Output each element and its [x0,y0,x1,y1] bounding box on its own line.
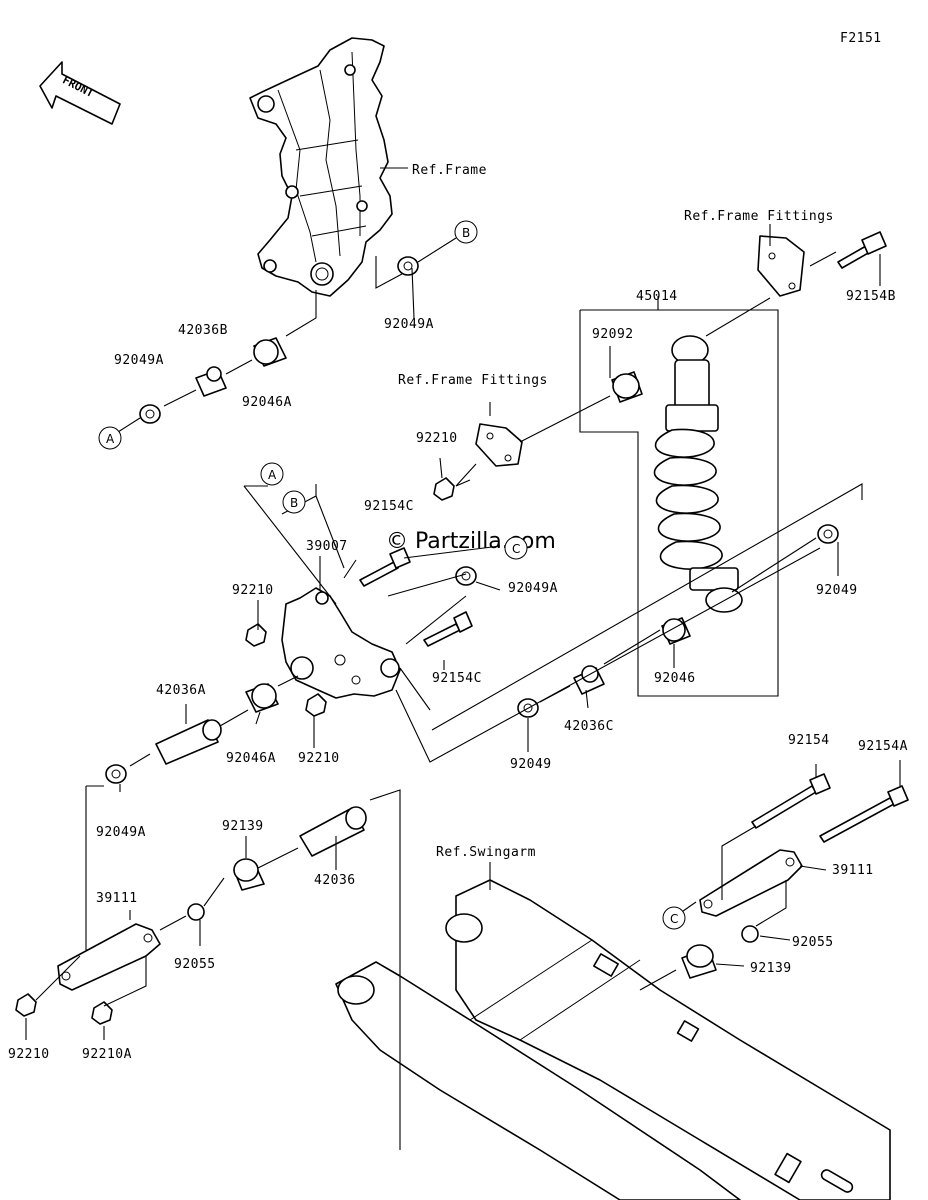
label-92154: 92154 [788,733,830,748]
label-39111-1: 39111 [96,891,138,906]
bracket-fitting-2 [475,423,523,467]
label-92154C-1: 92154C [364,499,414,514]
label-92046: 92046 [654,671,696,686]
label-92049A-2: 92049A [384,317,434,332]
label-92154A: 92154A [858,739,908,754]
label-92154B: 92154B [846,289,896,304]
part-labels: Ref.Frame Ref.Frame Fittings Ref.Frame F… [8,163,908,1062]
bolt-92154C-1 [359,547,411,587]
bushing-92092 [611,371,643,403]
svg-text:A: A [106,432,115,446]
callout-A-mid: A [260,462,284,486]
label-92210-2: 92210 [232,583,274,598]
collar-42036B [195,366,227,397]
washer-92049A-2 [397,256,419,276]
label-92046A-2: 92046A [226,751,276,766]
label-92154C-2: 92154C [432,671,482,686]
rocker-arm [281,587,401,699]
figure-code: F2151 [840,31,882,46]
label-92139-2: 92139 [750,961,792,976]
label-39111-2: 39111 [832,863,874,878]
label-92139-1: 92139 [222,819,264,834]
svg-text:C: C [670,912,678,926]
callout-C-mid: C [504,536,528,560]
tie-rod-39111-2 [699,849,803,917]
label-39007: 39007 [306,539,348,554]
bearing-92046A-1 [253,337,287,367]
bolt-92154 [751,773,831,829]
bushing-92139-1 [233,858,265,891]
label-92210-1: 92210 [416,431,458,446]
label-92210A: 92210A [82,1047,132,1062]
nut-92210-1 [433,477,455,501]
label-ref-frame-fittings-1: Ref.Frame Fittings [684,209,834,224]
label-92210-4: 92210 [8,1047,50,1062]
bearing-92046A-2 [245,683,279,713]
label-92055-1: 92055 [174,957,216,972]
label-92049-2: 92049 [510,757,552,772]
svg-text:B: B [290,496,298,510]
shock-absorber [653,335,743,613]
washer-92049A-4 [105,764,127,784]
tie-rod-39111-1 [57,923,161,991]
svg-text:A: A [268,468,277,482]
washer-92049-1 [817,524,839,544]
collar-42036A [155,719,222,765]
washer-92049A-3 [455,566,477,586]
label-92092: 92092 [592,327,634,342]
oring-92055-1 [187,903,205,921]
front-arrow-icon: FRONT [39,61,121,125]
svg-text:C: C [512,542,520,556]
label-92049A-3: 92049A [508,581,558,596]
label-42036C: 42036C [564,719,614,734]
bushing-92139-2 [681,944,717,979]
callout-A-left: A [98,426,122,450]
label-42036B: 42036B [178,323,228,338]
label-92049A-1: 92049A [114,353,164,368]
label-92049-1: 92049 [816,583,858,598]
swingarm-part [335,879,891,1200]
label-92210-3: 92210 [298,751,340,766]
nut-92210-3 [305,693,327,717]
nut-92210-4 [15,993,37,1017]
label-92055-2: 92055 [792,935,834,950]
bracket-fitting-1 [757,235,805,297]
label-45014: 45014 [636,289,678,304]
watermark: © Partzilla.com [386,529,556,554]
nut-92210-2 [245,623,267,647]
label-42036: 42036 [314,873,356,888]
label-ref-frame-fittings-2: Ref.Frame Fittings [398,373,548,388]
label-42036A: 42036A [156,683,206,698]
nut-92210A [91,1001,113,1025]
frame-part [249,37,393,297]
bolt-92154C-2 [423,611,473,647]
callout-B-top: B [454,220,478,244]
callout-B-mid: B [282,490,306,514]
bolt-92154A [819,785,909,843]
label-92049A-4: 92049A [96,825,146,840]
leader-lines [25,167,901,1150]
bolt-92154B [837,231,887,269]
collar-42036 [299,806,367,857]
label-92046A-1: 92046A [242,395,292,410]
callout-C-right: C [662,906,686,930]
oring-92055-2 [741,925,759,943]
label-ref-frame: Ref.Frame [412,163,487,178]
svg-text:B: B [462,226,470,240]
label-ref-swingarm: Ref.Swingarm [436,845,536,860]
washer-92049A-1 [139,404,161,424]
